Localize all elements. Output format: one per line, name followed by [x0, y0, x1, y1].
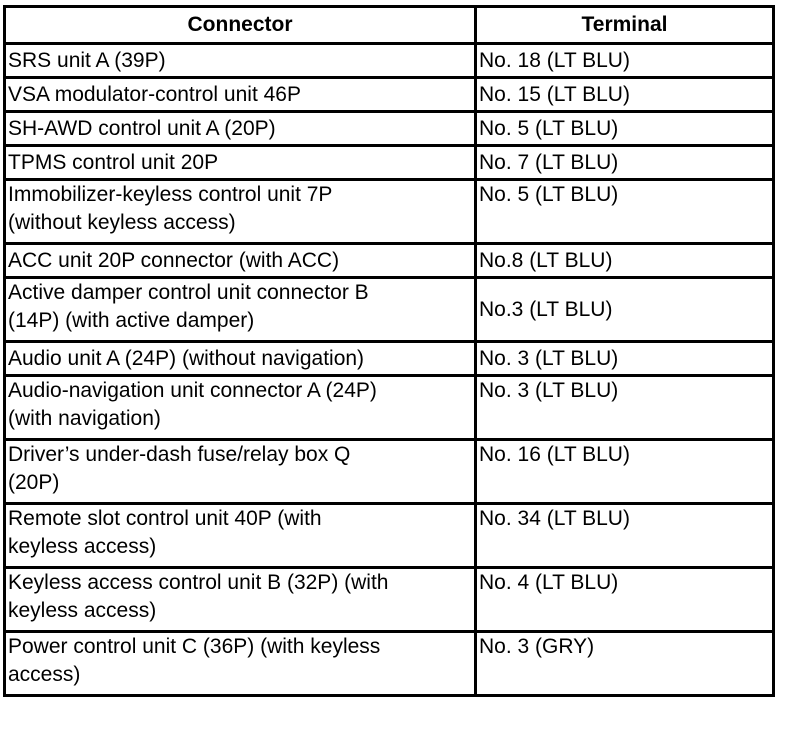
- connector-cell: Keyless access control unit B (32P) (wit…: [3, 566, 477, 633]
- table-header-row: Connector Terminal: [3, 5, 775, 45]
- connector-cell: Driver’s under-dash fuse/relay box Q (20…: [3, 438, 477, 505]
- terminal-cell: No. 3 (LT BLU): [474, 374, 775, 441]
- terminal-cell: No. 34 (LT BLU): [474, 502, 775, 569]
- terminal-text: No. 7 (LT BLU): [479, 150, 619, 174]
- connector-cell: SH-AWD control unit A (20P): [3, 110, 477, 147]
- table-row: Remote slot control unit 40P (with keyle…: [3, 502, 775, 569]
- terminal-text: No. 5 (LT BLU): [479, 116, 619, 140]
- connector-text: Power control unit C (36P) (with keyless…: [8, 635, 381, 686]
- column-header-connector: Connector: [3, 5, 477, 45]
- terminal-cell: No.3 (LT BLU): [474, 276, 775, 343]
- connector-text: Active damper control unit connector B (…: [8, 281, 369, 332]
- connector-cell: Immobilizer-keyless control unit 7P (wit…: [3, 178, 477, 245]
- terminal-text: No. 3 (LT BLU): [479, 379, 619, 402]
- terminal-text: No. 3 (GRY): [479, 635, 595, 658]
- table-row: Power control unit C (36P) (with keyless…: [3, 630, 775, 697]
- terminal-text: No.8 (LT BLU): [479, 248, 613, 272]
- terminal-text: No. 34 (LT BLU): [479, 507, 630, 530]
- table-row: Immobilizer-keyless control unit 7P (wit…: [3, 178, 775, 245]
- connector-cell: Power control unit C (36P) (with keyless…: [3, 630, 477, 697]
- connector-text: Audio-navigation unit connector A (24P) …: [8, 379, 377, 430]
- connector-cell: Remote slot control unit 40P (with keyle…: [3, 502, 477, 569]
- terminal-text: No. 5 (LT BLU): [479, 183, 619, 206]
- table-row: ACC unit 20P connector (with ACC) No.8 (L…: [3, 242, 775, 279]
- table-row: SH-AWD control unit A (20P) No. 5 (LT BLU…: [3, 110, 775, 147]
- connector-text: TPMS control unit 20P: [8, 150, 219, 174]
- terminal-text: No. 4 (LT BLU): [479, 571, 619, 594]
- connector-terminal-table: Connector Terminal SRS unit A (39P) No. 1…: [3, 5, 775, 697]
- connector-cell: SRS unit A (39P): [3, 42, 477, 79]
- table-row: Active damper control unit connector B (…: [3, 276, 775, 343]
- connector-text: Remote slot control unit 40P (with keyle…: [8, 507, 322, 558]
- terminal-cell: No. 18 (LT BLU): [474, 42, 775, 79]
- connector-cell: Audio unit A (24P) (without navigation): [3, 340, 477, 377]
- terminal-text: No.3 (LT BLU): [479, 297, 613, 321]
- connector-text: SRS unit A (39P): [8, 48, 166, 72]
- terminal-text: No. 3 (LT BLU): [479, 346, 619, 370]
- connector-cell: VSA modulator-control unit 46P: [3, 76, 477, 113]
- table-row: TPMS control unit 20P No. 7 (LT BLU): [3, 144, 775, 181]
- terminal-text: No. 16 (LT BLU): [479, 443, 630, 466]
- connector-cell: TPMS control unit 20P: [3, 144, 477, 181]
- terminal-cell: No. 5 (LT BLU): [474, 110, 775, 147]
- table-row: Keyless access control unit B (32P) (wit…: [3, 566, 775, 633]
- terminal-cell: No. 5 (LT BLU): [474, 178, 775, 245]
- table-row: VSA modulator-control unit 46P No. 15 (LT…: [3, 76, 775, 113]
- connector-text: Driver’s under-dash fuse/relay box Q (20…: [8, 443, 351, 494]
- table-body: SRS unit A (39P) No. 18 (LT BLU) VSA modul…: [3, 42, 775, 697]
- connector-text: Keyless access control unit B (32P) (wit…: [8, 571, 389, 622]
- connector-cell: ACC unit 20P connector (with ACC): [3, 242, 477, 279]
- terminal-cell: No. 3 (GRY): [474, 630, 775, 697]
- connector-text: VSA modulator-control unit 46P: [8, 82, 301, 106]
- connector-text: ACC unit 20P connector (with ACC): [8, 248, 340, 272]
- connector-cell: Active damper control unit connector B (…: [3, 276, 477, 343]
- terminal-cell: No. 4 (LT BLU): [474, 566, 775, 633]
- connector-text: Immobilizer-keyless control unit 7P (wit…: [8, 183, 333, 234]
- connector-text: Audio unit A (24P) (without navigation): [8, 346, 365, 370]
- connector-cell: Audio-navigation unit connector A (24P) …: [3, 374, 477, 441]
- terminal-cell: No.8 (LT BLU): [474, 242, 775, 279]
- terminal-text: No. 18 (LT BLU): [479, 48, 630, 72]
- column-header-terminal: Terminal: [474, 5, 775, 45]
- terminal-cell: No. 7 (LT BLU): [474, 144, 775, 181]
- connector-terminal-document: Connector Terminal SRS unit A (39P) No. 1…: [3, 5, 775, 697]
- terminal-cell: No. 16 (LT BLU): [474, 438, 775, 505]
- table-row: SRS unit A (39P) No. 18 (LT BLU): [3, 42, 775, 79]
- connector-text: SH-AWD control unit A (20P): [8, 116, 276, 140]
- terminal-cell: No. 3 (LT BLU): [474, 340, 775, 377]
- terminal-cell: No. 15 (LT BLU): [474, 76, 775, 113]
- terminal-text: No. 15 (LT BLU): [479, 82, 630, 106]
- table-row: Audio unit A (24P) (without navigation) N…: [3, 340, 775, 377]
- table-row: Audio-navigation unit connector A (24P) …: [3, 374, 775, 441]
- table-row: Driver’s under-dash fuse/relay box Q (20…: [3, 438, 775, 505]
